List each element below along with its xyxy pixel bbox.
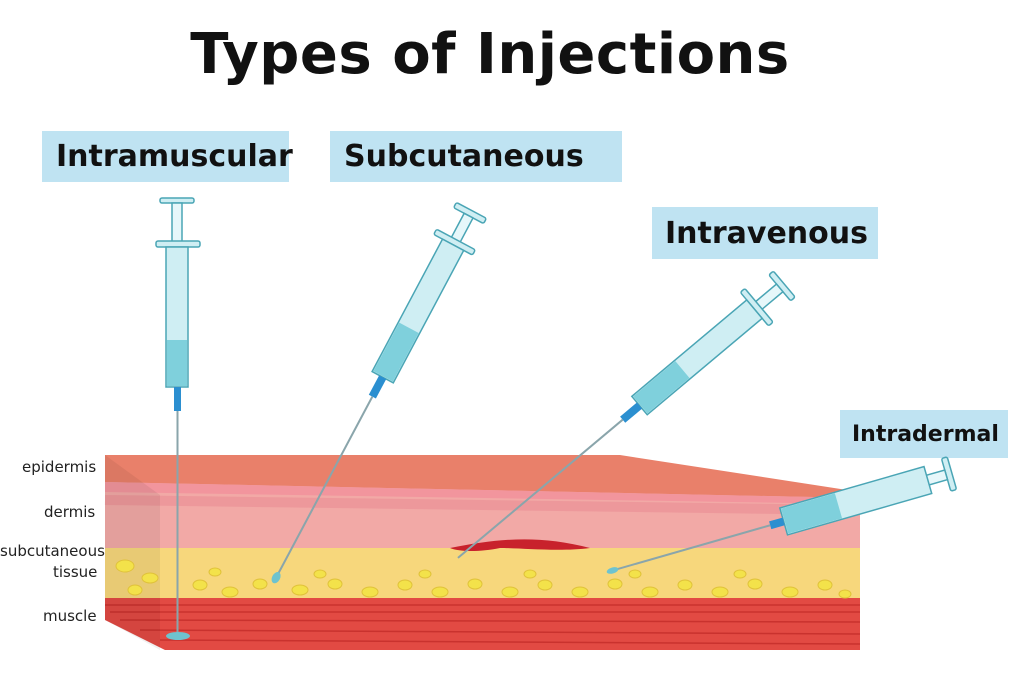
skin-block xyxy=(104,455,861,650)
layer-label-muscle: muscle xyxy=(43,607,97,625)
label-intramuscular-text: Intramuscular xyxy=(56,139,293,174)
epidermis-layer xyxy=(105,455,860,498)
label-subcutaneous: Subcutaneous xyxy=(330,131,622,182)
syringe-intravenous xyxy=(457,271,796,559)
label-intravenous: Intravenous xyxy=(652,207,878,259)
label-intravenous-text: Intravenous xyxy=(665,215,868,251)
page-title: Types of Injections xyxy=(190,22,790,87)
syringe-intradermal xyxy=(606,456,957,574)
syringe-intramuscular xyxy=(155,197,201,640)
fat-globules xyxy=(115,559,852,599)
layer-label-epidermis: epidermis xyxy=(22,458,97,476)
label-subcutaneous-text: Subcutaneous xyxy=(344,139,584,174)
muscle-layer xyxy=(105,598,860,650)
label-intradermal-text: Intradermal xyxy=(852,421,999,447)
syringe-subcutaneous xyxy=(271,202,487,584)
vein xyxy=(450,539,590,551)
label-intramuscular: Intramuscular xyxy=(42,131,293,182)
layer-label-dermis: dermis xyxy=(44,503,96,521)
label-intradermal: Intradermal xyxy=(840,410,1008,458)
layer-label-tissue: tissue xyxy=(53,563,98,581)
subcutaneous-fat-layer xyxy=(105,548,860,598)
layer-label-subcutaneous: subcutaneous xyxy=(0,542,105,560)
